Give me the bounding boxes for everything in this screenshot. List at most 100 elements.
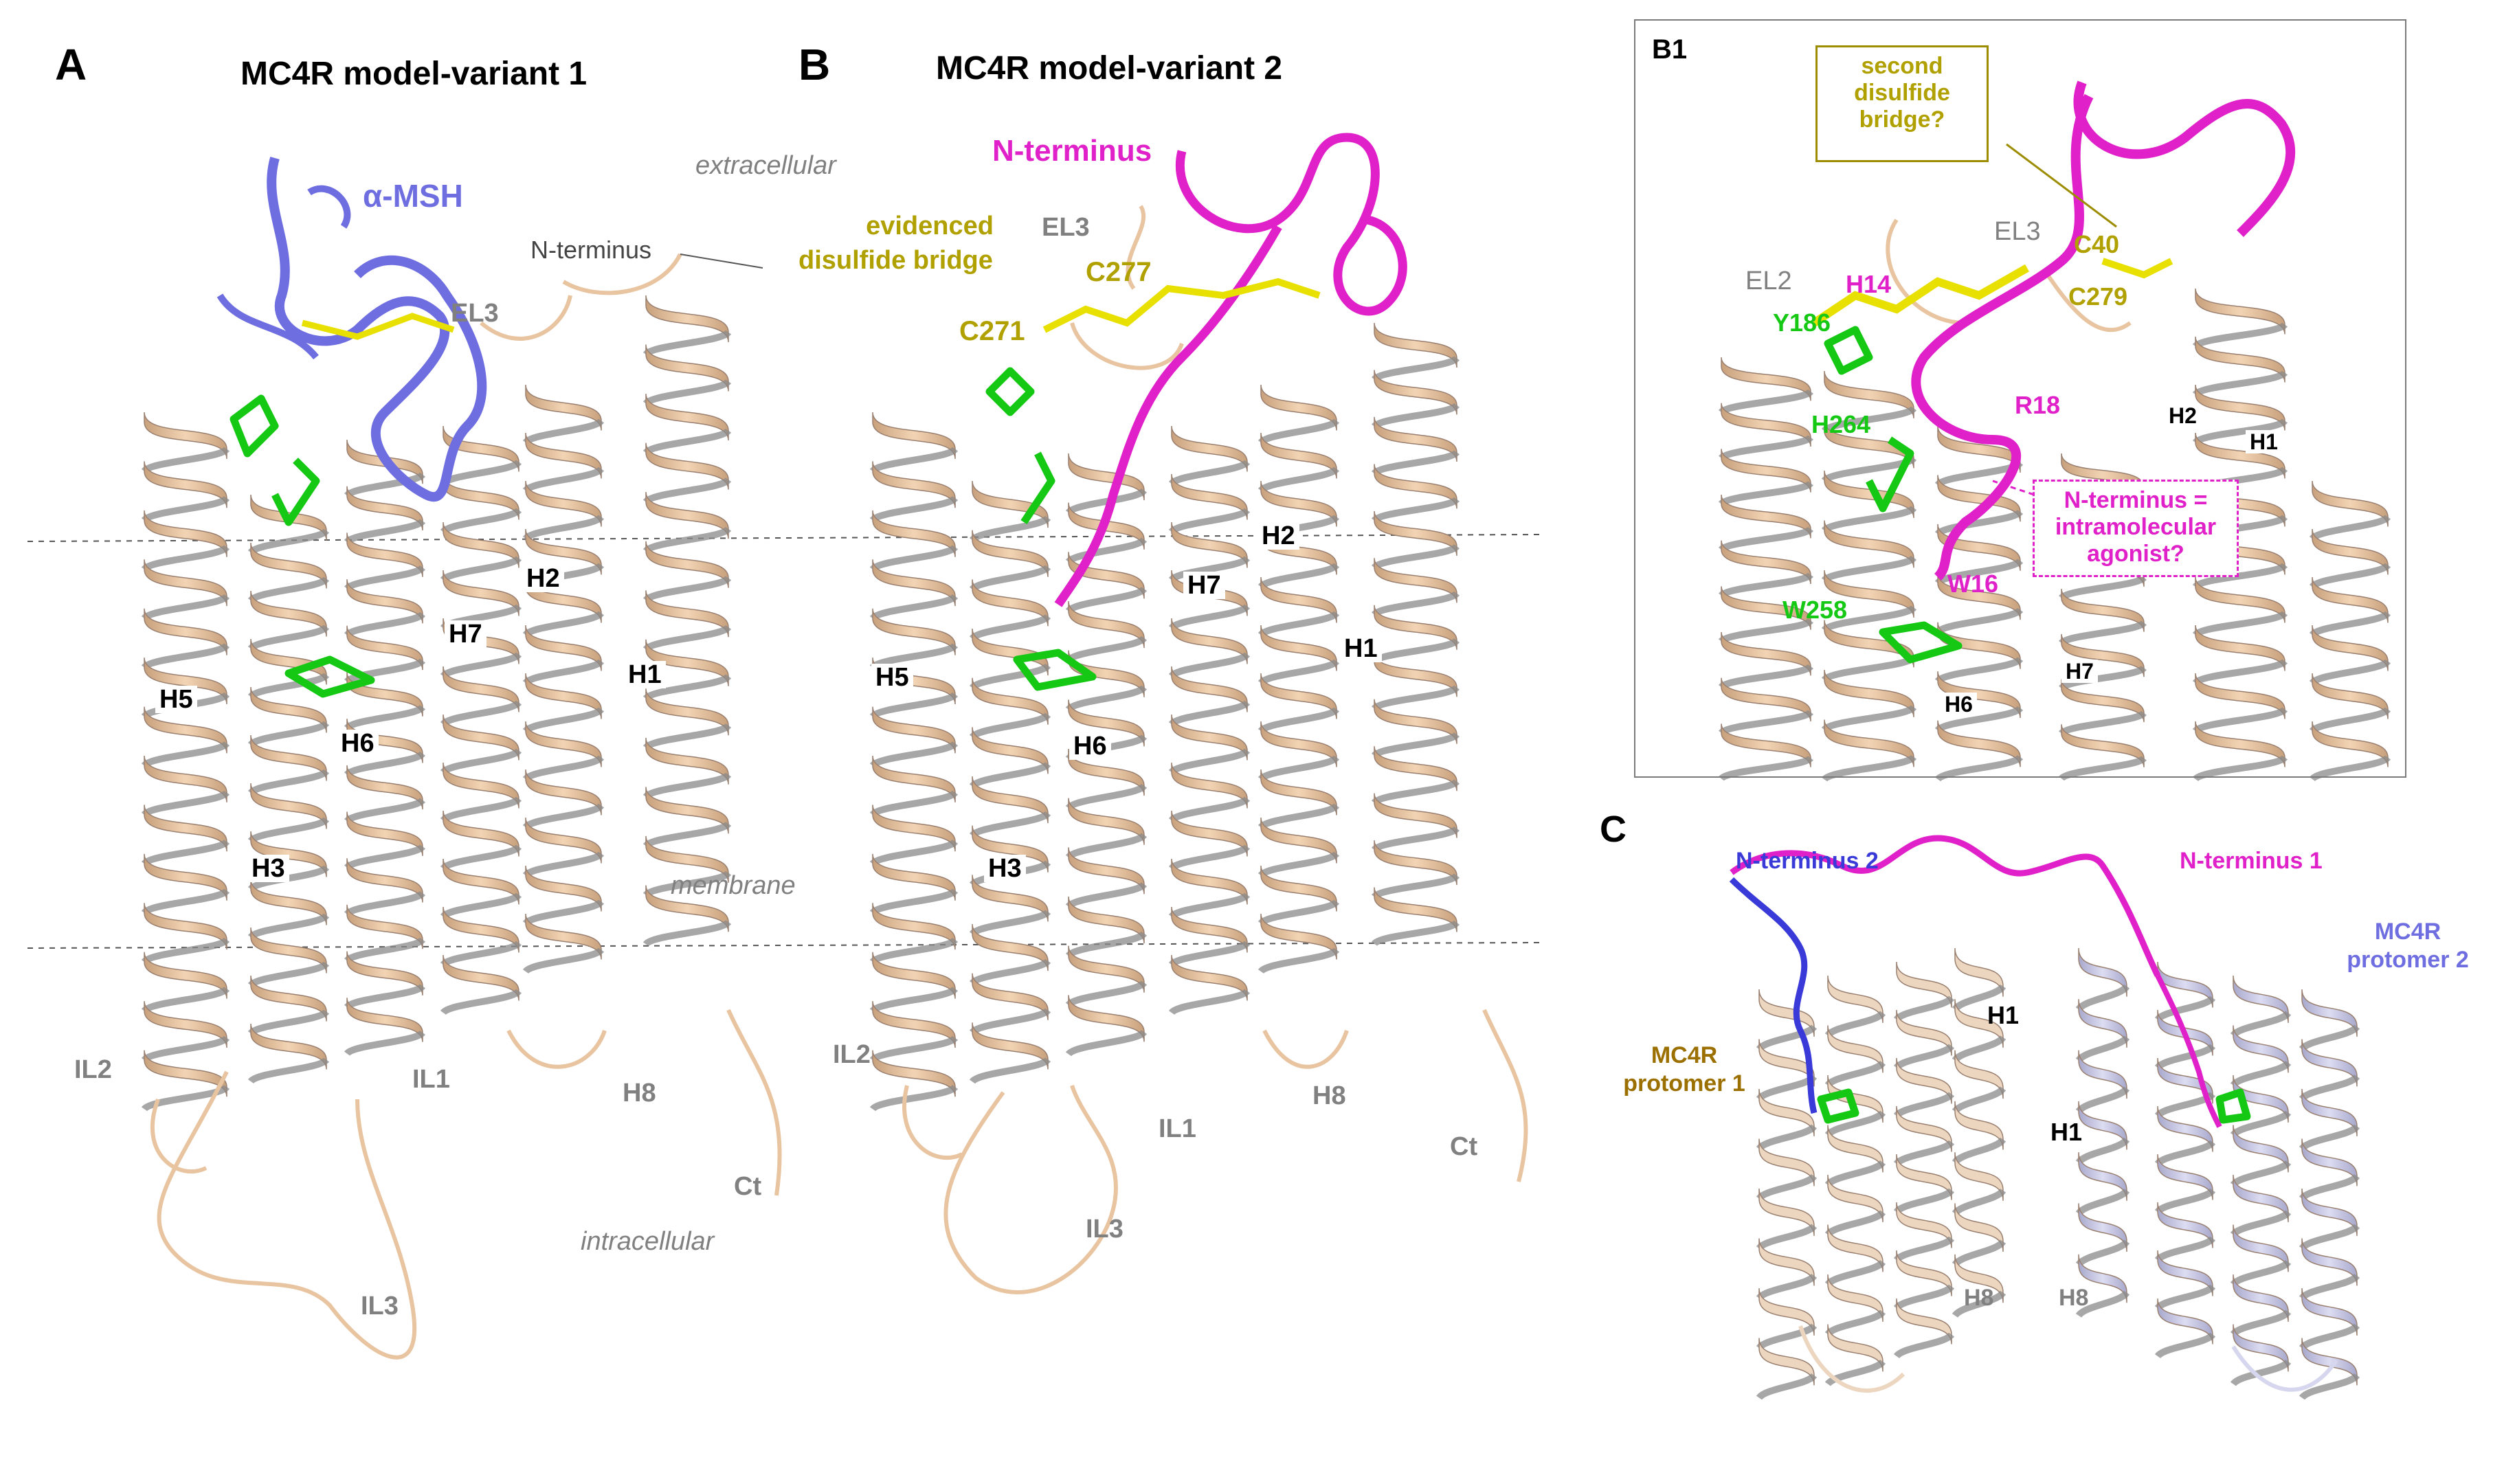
a-helix-1-back bbox=[642, 477, 732, 505]
c-p1-helix-a-back bbox=[1756, 1123, 1818, 1151]
c-p1-helix-c-back bbox=[1893, 995, 1955, 1022]
b-el3-label: EL3 bbox=[1042, 213, 1090, 242]
b-helix-5-back bbox=[869, 1084, 959, 1112]
c-protomer-1-label: MC4R protomer 1 bbox=[1623, 1042, 1745, 1097]
a-helix-2-back bbox=[522, 754, 605, 782]
a-helix-6-back bbox=[344, 936, 426, 964]
c-p2-helix-a-back bbox=[2075, 1035, 2130, 1063]
b1-helix-a-back bbox=[1719, 755, 1813, 782]
c-p2-helix-c-back bbox=[2230, 1259, 2292, 1288]
b1-helix-f-turn bbox=[2312, 625, 2389, 671]
b-helix-2-turn bbox=[1260, 913, 1337, 960]
b1-agonist-box: N-terminus = intramolecular agonist? bbox=[2033, 480, 2239, 577]
a-helix-5-back bbox=[141, 544, 230, 572]
b1-helix-a-back bbox=[1719, 388, 1813, 416]
a-helix-3-turn bbox=[250, 975, 327, 1022]
c-p2-helix-d-back bbox=[2299, 1074, 2360, 1102]
panel-letter-b1: B1 bbox=[1652, 34, 1688, 65]
b1-helix-h6: H6 bbox=[1941, 693, 1977, 716]
a-helix-3-turn bbox=[250, 831, 327, 877]
b-helix-2-back bbox=[1257, 658, 1340, 686]
b-helix-6 bbox=[1065, 453, 1148, 1057]
a-helix-2-back bbox=[522, 899, 605, 926]
b1-helix-h1: H1 bbox=[2246, 430, 2282, 453]
b1-helix-f-turn bbox=[2312, 528, 2389, 575]
a-helix-1-back bbox=[642, 673, 732, 701]
a-helix-2-turn bbox=[525, 769, 602, 816]
c-p2-helix-b-back bbox=[2154, 1139, 2216, 1167]
b-helix-h1: H1 bbox=[1340, 635, 1382, 662]
a-helix-6-back bbox=[344, 797, 426, 824]
a-helix-1-back bbox=[642, 821, 732, 849]
a-helix-1-turn bbox=[645, 492, 729, 539]
b1-helix-e-turn bbox=[2195, 673, 2285, 719]
c-p2-helix-b-turn bbox=[2157, 1057, 2213, 1104]
a-helix-6-back bbox=[344, 751, 426, 778]
c-p2-helix-b bbox=[2154, 961, 2216, 1359]
b-n-terminus-label: N-terminus bbox=[992, 134, 1152, 168]
c-p2-helix-c-back bbox=[2230, 1160, 2292, 1188]
a-helix-6-turn bbox=[346, 486, 423, 531]
b-helix-2-turn bbox=[1260, 721, 1337, 767]
b-helix-3-back bbox=[969, 712, 1051, 740]
a-helix-7-back bbox=[440, 940, 522, 967]
b-helix-h7: H7 bbox=[1183, 572, 1225, 599]
b-helix-1 bbox=[1371, 322, 1460, 947]
a-helix-5-back bbox=[141, 1035, 230, 1063]
a-helix-1-back bbox=[642, 919, 732, 947]
a-helix-6-back bbox=[344, 611, 426, 638]
c-p2-helix-d-back bbox=[2299, 1123, 2360, 1151]
b1-helix-b-turn bbox=[1824, 420, 1914, 469]
c-p2-helix-c-back bbox=[2230, 1060, 2292, 1088]
c-p2-helix-d-back bbox=[2299, 1223, 2360, 1251]
b-helix-2-turn bbox=[1260, 865, 1337, 912]
c-p2-helix-a-back bbox=[2075, 1290, 2130, 1318]
b1-helix-e bbox=[2192, 288, 2288, 782]
c-p2-helix-b-back bbox=[2154, 1043, 2216, 1070]
a-helix-3-turn bbox=[250, 542, 327, 589]
b-helix-5-back bbox=[869, 741, 959, 769]
b1-second-bridge-box: second disulfide bridge? bbox=[1815, 45, 1989, 162]
b-helix-2-back bbox=[1257, 851, 1340, 878]
a-helix-7-back bbox=[440, 699, 522, 727]
b1-helix-e-turn bbox=[2195, 576, 2285, 623]
b-helix-3-turn bbox=[972, 825, 1049, 873]
c-p1-helix-c-turn bbox=[1896, 1009, 1952, 1056]
b1-helix-d-back bbox=[2059, 755, 2147, 782]
a-helix-7-back bbox=[440, 459, 522, 486]
b1-el3-label: EL3 bbox=[1994, 217, 2041, 246]
c-p2-helix-a-back bbox=[2075, 1239, 2130, 1268]
c-p1-helix-c-back bbox=[1893, 1139, 1955, 1167]
b-helix-3-back bbox=[969, 909, 1051, 937]
b-helix-5 bbox=[869, 412, 959, 1112]
c-p2-helix-a-back bbox=[2075, 1086, 2130, 1114]
b1-helix-f-turn bbox=[2312, 480, 2389, 527]
panel-b-title: MC4R model-variant 2 bbox=[936, 50, 1283, 87]
b1-helix-d-back bbox=[2059, 710, 2147, 737]
c-p2-helix-b-back bbox=[2154, 1235, 2216, 1263]
c-p2-helix-b-turn bbox=[2157, 1250, 2213, 1296]
b-il1-label: IL1 bbox=[1159, 1114, 1196, 1143]
b-helix-7-back bbox=[1168, 651, 1251, 679]
c-h1-left-label: H1 bbox=[1987, 1001, 2020, 1029]
b-helix-1-turn bbox=[1374, 793, 1457, 838]
a-helix-7-turn bbox=[443, 473, 519, 520]
b-helix-5-back bbox=[869, 936, 959, 965]
a-helix-2-turn bbox=[525, 721, 602, 767]
b1-helix-b-turn bbox=[1824, 370, 1914, 418]
extracellular-label: extracellular bbox=[695, 151, 836, 180]
a-h8-label: H8 bbox=[623, 1079, 656, 1108]
b-helix-6-turn bbox=[1068, 600, 1145, 649]
b-helix-7-back bbox=[1168, 699, 1251, 727]
b-helix-1-back bbox=[1371, 826, 1460, 853]
a-helix-6-back bbox=[344, 518, 426, 545]
b-helix-5-back bbox=[869, 789, 959, 818]
a-helix-6-back bbox=[344, 704, 426, 731]
b-helix-6-back bbox=[1065, 783, 1148, 811]
c-p1-helix-d-back bbox=[1952, 1188, 2006, 1216]
b-helix-7-turn bbox=[1171, 858, 1248, 905]
b-helix-6-back bbox=[1065, 832, 1148, 860]
a-helix-6-turn bbox=[346, 951, 423, 996]
c-p2-helix-b-back bbox=[2154, 1331, 2216, 1359]
c-p1-helix-d-back bbox=[1952, 1035, 2006, 1063]
